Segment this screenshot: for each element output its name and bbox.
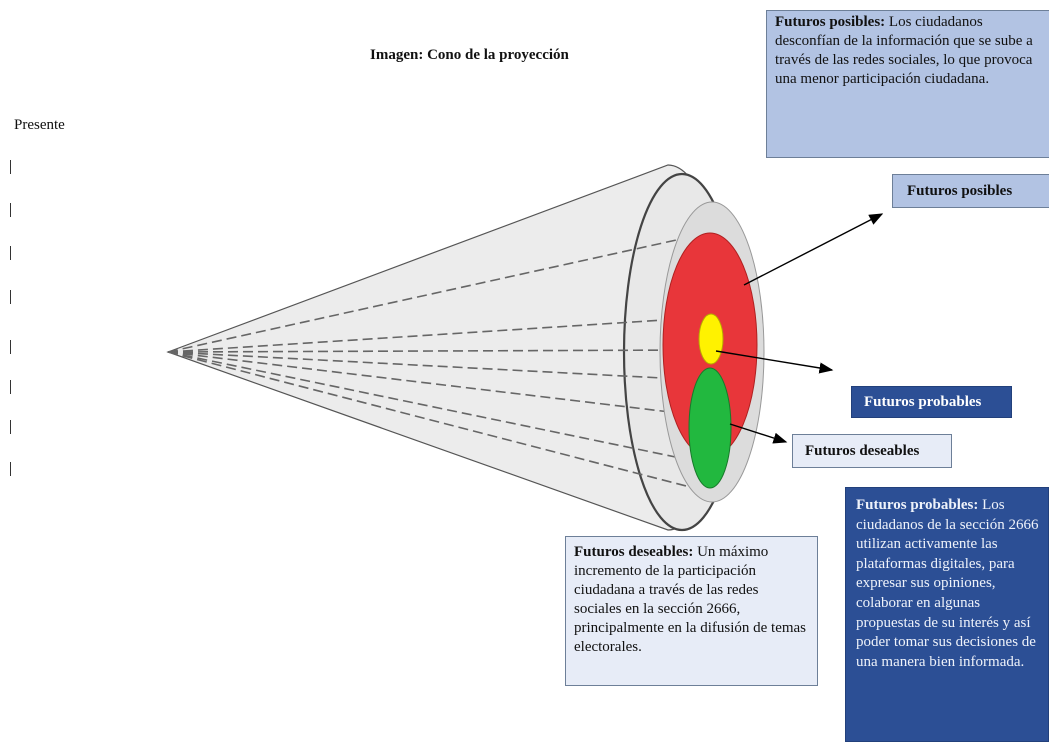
deseables-description-box: Futuros deseables: Un máximo incremento … bbox=[565, 536, 818, 686]
projection-line bbox=[167, 351, 696, 416]
deseables-box-heading: Futuros deseables: bbox=[574, 544, 694, 560]
diagram-title: Imagen: Cono de la proyección bbox=[370, 47, 569, 63]
desirable-futures-region bbox=[688, 367, 732, 489]
projection-line bbox=[167, 351, 701, 381]
deseables-box-text: Un máximo incremento de la participación… bbox=[574, 544, 807, 655]
timeline-tick bbox=[10, 420, 11, 434]
probables-description-box: Futuros probables: Los ciudadanos de la … bbox=[845, 487, 1049, 742]
projection-line bbox=[167, 317, 696, 353]
timeline-tick bbox=[10, 160, 11, 174]
timeline-tick bbox=[10, 462, 11, 476]
posibles-description-box: Futuros posibles: Los ciudadanos desconf… bbox=[766, 10, 1049, 158]
label-posibles: Futuros posibles bbox=[892, 174, 1049, 208]
projection-line bbox=[167, 351, 691, 461]
timeline-tick bbox=[10, 290, 11, 304]
probables-box-heading: Futuros probables: bbox=[856, 497, 979, 513]
label-probables: Futuros probables bbox=[851, 386, 1012, 418]
arrow-posibles bbox=[743, 213, 884, 286]
posibles-box-text: Los ciudadanos desconfían de la informac… bbox=[775, 14, 1033, 87]
timeline-tick bbox=[10, 380, 11, 394]
arrow-deseables bbox=[729, 423, 788, 444]
timeline-tick bbox=[10, 203, 11, 217]
arrow-probables bbox=[715, 350, 834, 374]
projection-line bbox=[167, 349, 701, 353]
timeline-tick bbox=[10, 246, 11, 260]
posibles-box-heading: Futuros posibles: bbox=[775, 14, 886, 30]
probables-box-text: Los ciudadanos de la sección 2666 utiliz… bbox=[856, 497, 1039, 670]
probable-futures-region bbox=[698, 313, 724, 365]
label-deseables: Futuros deseables bbox=[792, 434, 952, 468]
timeline-tick bbox=[10, 340, 11, 354]
projection-lines bbox=[167, 236, 701, 488]
presente-label: Presente bbox=[14, 117, 65, 133]
